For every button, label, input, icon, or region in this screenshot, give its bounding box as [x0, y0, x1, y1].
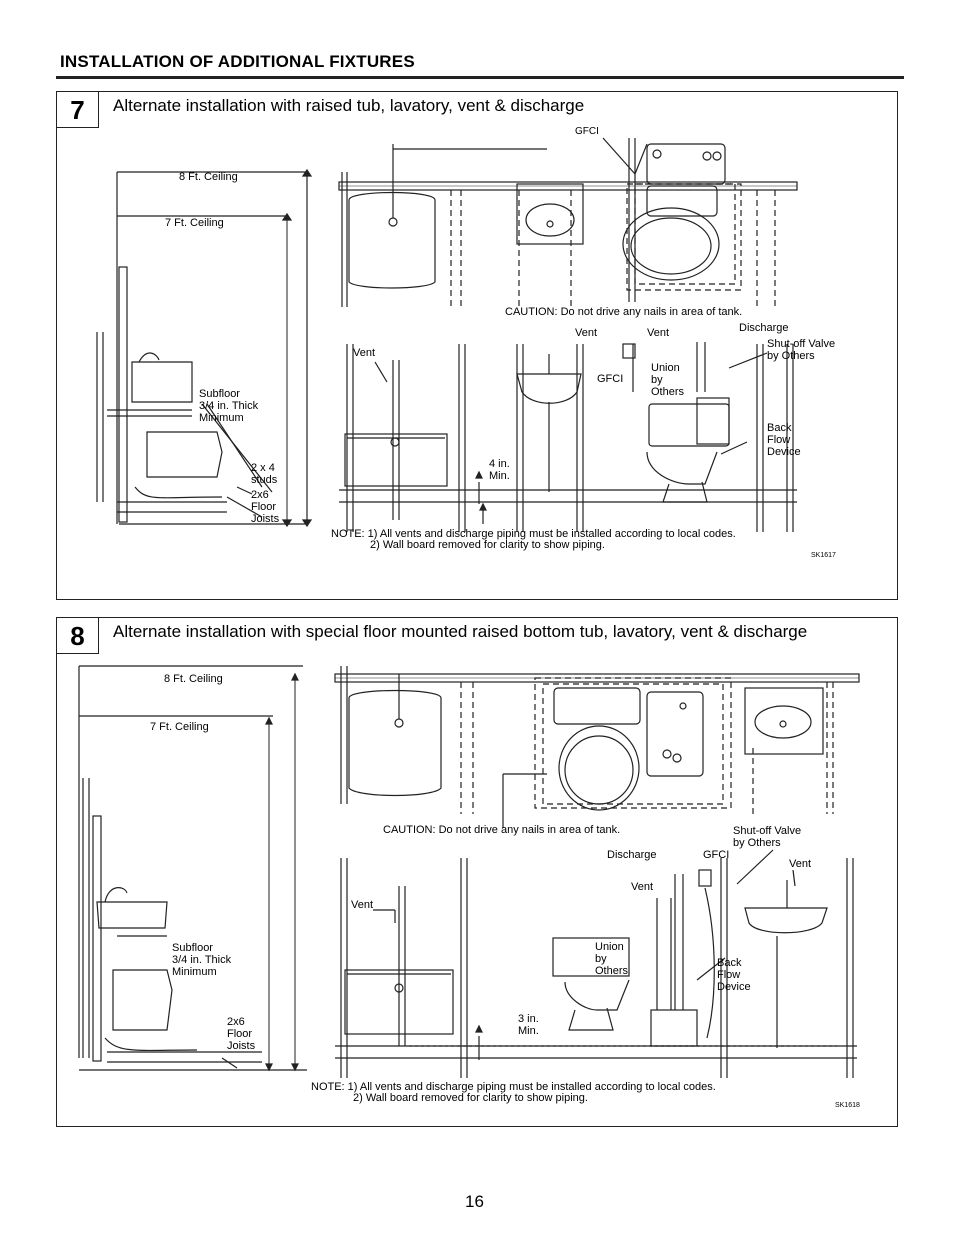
gfci-label: GFCI — [703, 849, 730, 861]
subfloor-label: Subfloor 3/4 in. Thick Minimum — [199, 388, 259, 424]
ceiling-8ft-label: 8 Ft. Ceiling — [179, 171, 238, 183]
installation-diagram-8 — [78, 665, 860, 1078]
backflow-device-label: Back Flow Device — [767, 422, 801, 458]
discharge-label: Discharge — [739, 322, 789, 334]
note-line-2: 2) Wall board removed for clarity to sho… — [353, 1092, 588, 1104]
shutoff-valve-label: Shut-off Valve by Others — [733, 825, 802, 849]
vent-label: Vent — [631, 881, 654, 893]
backflow-device-label: Back Flow Device — [717, 957, 751, 993]
subfloor-label: Subfloor 3/4 in. Thick Minimum — [172, 942, 232, 978]
floor-joists-label: 2x6 Floor Joists — [251, 489, 280, 525]
figure-panel-8: 8 Alternate installation with special fl… — [56, 617, 898, 1127]
note-line-2: 2) Wall board removed for clarity to sho… — [370, 539, 605, 551]
page-number: 16 — [465, 1192, 484, 1211]
vent-label: Vent — [789, 858, 812, 870]
figure-number: 8 — [57, 618, 99, 654]
note-line-1: NOTE: 1) All vents and discharge piping … — [331, 528, 736, 540]
shutoff-valve-label: Shut-off Valve by Others — [767, 338, 836, 362]
studs-label: 2 x 4 studs — [251, 462, 278, 486]
min-clearance-label: 3 in. Min. — [518, 1013, 539, 1037]
installation-diagram-7 — [96, 137, 798, 532]
heading-rule — [56, 76, 904, 79]
ceiling-8ft-label: 8 Ft. Ceiling — [164, 673, 223, 685]
caution-label: CAUTION: Do not drive any nails in area … — [383, 824, 621, 836]
floor-joists-label: 2x6 Floor Joists — [227, 1016, 256, 1052]
figure-number: 7 — [57, 92, 99, 128]
gfci-label: GFCI — [597, 373, 624, 385]
union-label: Union by Others — [595, 941, 629, 977]
union-label: Union by Others — [651, 362, 685, 398]
gfci-label: GFCI — [575, 126, 599, 137]
discharge-label: Discharge — [607, 849, 657, 861]
min-clearance-label: 4 in. Min. — [489, 458, 510, 482]
vent-label: Vent — [351, 899, 374, 911]
ceiling-7ft-label: 7 Ft. Ceiling — [165, 217, 224, 229]
section-heading: INSTALLATION OF ADDITIONAL FIXTURES — [60, 52, 415, 71]
ceiling-7ft-label: 7 Ft. Ceiling — [150, 721, 209, 733]
vent-label: Vent — [647, 327, 670, 339]
note-line-1: NOTE: 1) All vents and discharge piping … — [311, 1081, 716, 1093]
vent-label: Vent — [353, 347, 376, 359]
drawing-code: SK1618 — [835, 1102, 860, 1109]
figure-panel-7: 7 Alternate installation with raised tub… — [56, 91, 898, 600]
drawing-code: SK1617 — [811, 552, 836, 559]
figure-title: Alternate installation with special floo… — [113, 622, 808, 641]
caution-label: CAUTION: Do not drive any nails in area … — [505, 306, 743, 318]
figure-title: Alternate installation with raised tub, … — [113, 96, 585, 115]
vent-label: Vent — [575, 327, 598, 339]
